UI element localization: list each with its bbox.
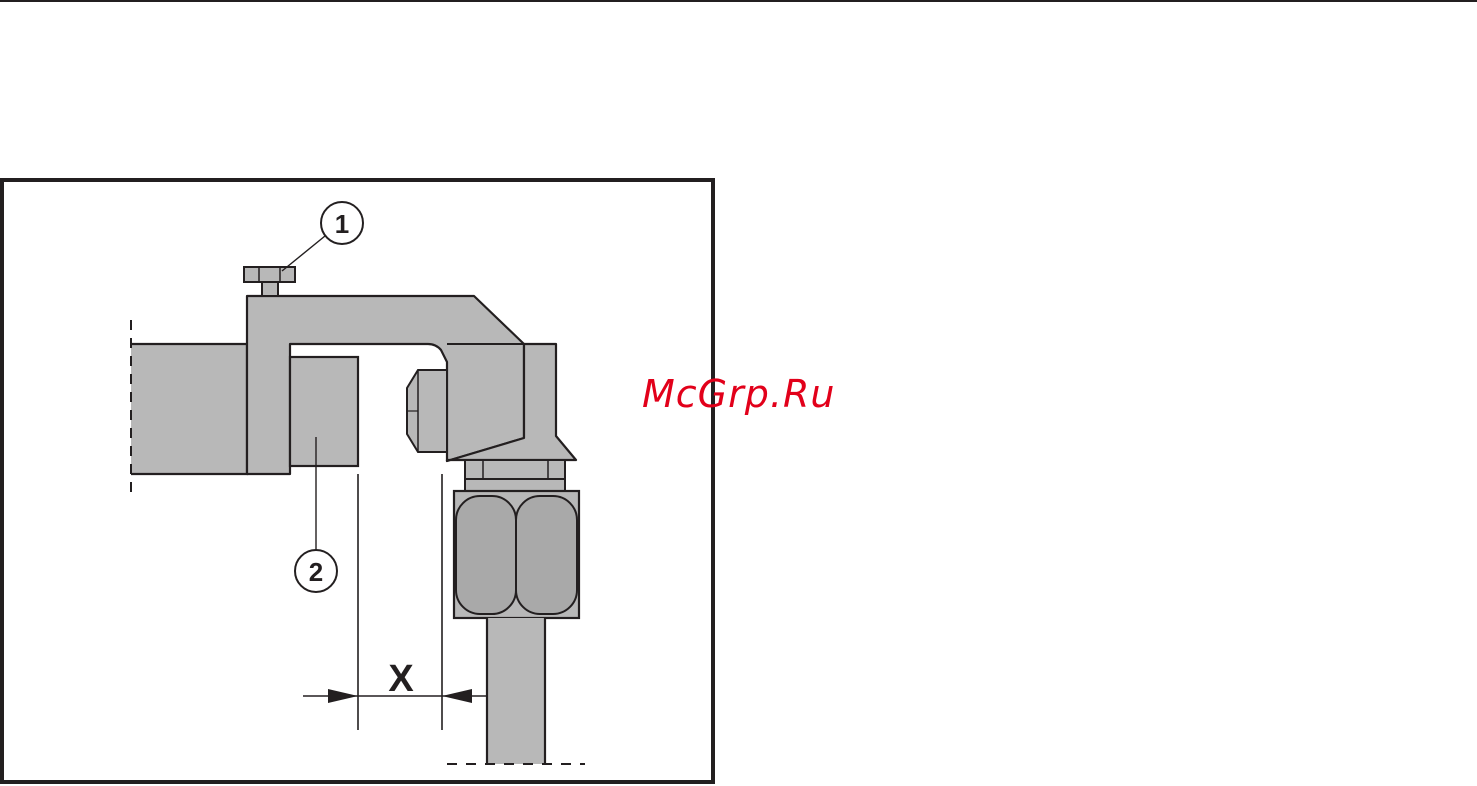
hex-nut-small — [407, 370, 447, 452]
adjustment-screw — [244, 267, 295, 296]
callout-1-label: 1 — [335, 209, 349, 239]
clamp-body — [247, 296, 524, 474]
base-block — [131, 320, 247, 494]
callout-1: 1 — [282, 202, 363, 271]
gauge-block — [290, 357, 358, 466]
dimension-label: X — [388, 658, 414, 700]
arrowhead-right — [442, 689, 472, 703]
callout-2-label: 2 — [309, 557, 323, 587]
washer — [465, 460, 565, 491]
large-nut — [454, 491, 579, 618]
watermark-text: McGrp.Ru — [642, 372, 835, 416]
arrowhead-left — [328, 689, 358, 703]
